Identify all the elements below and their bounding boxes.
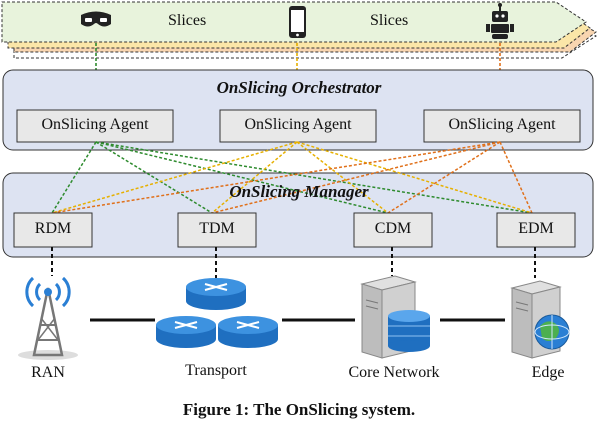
agent-box-1 xyxy=(16,109,174,143)
manager-panel xyxy=(2,172,594,258)
infra-label-transport: Transport xyxy=(185,362,247,379)
vr-headset-icon xyxy=(81,11,111,27)
smartphone-icon xyxy=(289,6,306,38)
slices-banner xyxy=(1,1,597,59)
cell-tower-icon xyxy=(18,276,78,360)
infra-label-ran: RAN xyxy=(31,364,65,381)
server-database-icon xyxy=(360,275,430,359)
module-box-tdm xyxy=(177,212,257,248)
slices-label-left: Slices xyxy=(168,12,207,29)
router-icon xyxy=(156,278,278,348)
caption-text: The OnSlicing system. xyxy=(253,400,416,419)
module-label-tdm: TDM xyxy=(199,220,235,237)
caption-prefix: Figure 1: xyxy=(182,400,250,419)
robot-icon xyxy=(486,3,514,39)
server-globe-icon xyxy=(510,280,570,359)
agent-label-2: OnSlicing Agent xyxy=(244,116,352,133)
agent-module-links xyxy=(51,141,533,214)
module-label-cdm: CDM xyxy=(374,220,412,237)
module-box-edm xyxy=(496,212,576,248)
agent-box-3 xyxy=(423,109,581,143)
figure-caption: Figure 1: The OnSlicing system. xyxy=(0,400,598,420)
module-label-rdm: RDM xyxy=(34,220,72,237)
module-label-edm: EDM xyxy=(518,220,554,237)
module-box-cdm xyxy=(353,212,433,248)
orchestrator-title: OnSlicing Orchestrator xyxy=(216,78,382,97)
manager-title: OnSlicing Manager xyxy=(229,182,369,201)
infra-label-edge: Edge xyxy=(531,364,565,381)
agent-label-1: OnSlicing Agent xyxy=(41,116,149,133)
infra-label-core-network: Core Network xyxy=(348,364,440,381)
agent-label-3: OnSlicing Agent xyxy=(448,116,556,133)
slices-label-right: Slices xyxy=(370,12,409,29)
